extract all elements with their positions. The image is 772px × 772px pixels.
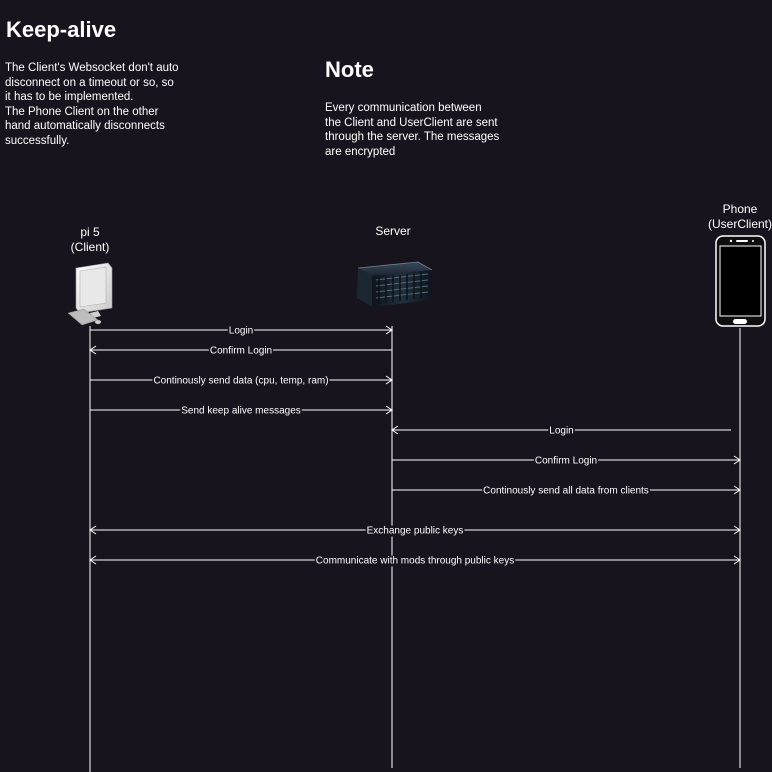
- smartphone-icon: [715, 235, 766, 327]
- message-arrow: Confirm Login: [392, 455, 741, 467]
- arrowhead: [385, 405, 393, 415]
- arrowhead: [385, 375, 393, 385]
- message-label-bg: [365, 525, 465, 537]
- message-label-bg: [152, 375, 330, 387]
- message-label-bg: [180, 405, 302, 417]
- note-line: Every communication between: [325, 102, 482, 114]
- note-line: through the server. The messages: [325, 131, 500, 143]
- message-arrow: Login: [391, 425, 731, 437]
- message-label: Send keep alive messages: [181, 406, 301, 417]
- server-icon: [357, 261, 433, 307]
- message-arrow: Send keep alive messages: [90, 405, 393, 417]
- note-line: the Client and UserClient are sent: [325, 116, 498, 129]
- arrowhead: [391, 425, 399, 435]
- message-label: Communicate with mods through public key…: [316, 556, 514, 567]
- keepalive-text: The Client's Websocket don't auto discon…: [5, 61, 205, 148]
- message-label-bg: [482, 485, 650, 497]
- keepalive-line: disconnect on a timeout or so, so: [5, 76, 174, 89]
- message-label: Login: [229, 326, 253, 337]
- arrowhead: [733, 555, 741, 565]
- message-label-bg: [314, 555, 516, 567]
- actor-phone-name: Phone: [722, 202, 758, 216]
- arrowhead: [733, 525, 741, 535]
- message-label: Confirm Login: [535, 456, 597, 467]
- message-label-bg: [227, 325, 255, 337]
- arrowhead: [733, 455, 741, 465]
- keepalive-line: successfully.: [5, 134, 70, 147]
- keepalive-line: it has to be implemented.: [5, 91, 134, 103]
- message-label: Login: [549, 426, 573, 437]
- message-label-bg: [548, 425, 575, 437]
- actor-client-name: pi 5: [80, 225, 100, 239]
- keepalive-line: hand automatically disconnects: [5, 120, 165, 132]
- note-line: are encrypted: [325, 145, 396, 158]
- message-label-bg: [208, 345, 274, 357]
- note-text: Every communication between the Client a…: [325, 101, 535, 159]
- actor-phone-label: Phone (UserClient): [700, 202, 772, 232]
- actor-client-label: pi 5 (Client): [50, 225, 130, 255]
- message-arrow: Communicate with mods through public key…: [89, 555, 741, 567]
- arrowhead: [385, 325, 393, 335]
- message-label: Confirm Login: [210, 346, 272, 357]
- message-arrow: Continously send all data from clients: [392, 485, 741, 497]
- message-arrow: Exchange public keys: [89, 525, 741, 537]
- actor-server-label: Server: [353, 224, 433, 239]
- message-label-bg: [533, 455, 599, 467]
- actor-server-name: Server: [375, 224, 411, 238]
- arrowhead: [89, 525, 97, 535]
- desktop-computer-icon: [67, 262, 113, 326]
- keepalive-line: The Phone Client on the other: [5, 105, 159, 118]
- actor-phone-role: (UserClient): [707, 217, 772, 231]
- message-arrow: Login: [90, 325, 393, 337]
- note-title: Note: [325, 57, 374, 82]
- arrowhead: [89, 345, 97, 355]
- message-label: Exchange public keys: [367, 526, 464, 537]
- message-label: Continously send all data from clients: [483, 486, 649, 497]
- message-arrow: Continously send data (cpu, temp, ram): [90, 375, 393, 387]
- message-label: Continously send data (cpu, temp, ram): [153, 376, 328, 387]
- actor-client-role: (Client): [70, 240, 110, 254]
- arrowhead: [733, 485, 741, 495]
- keepalive-title: Keep-alive: [6, 17, 117, 42]
- arrowhead: [89, 555, 97, 565]
- keepalive-line: The Client's Websocket don't auto: [5, 62, 179, 74]
- message-arrow: Confirm Login: [89, 345, 392, 357]
